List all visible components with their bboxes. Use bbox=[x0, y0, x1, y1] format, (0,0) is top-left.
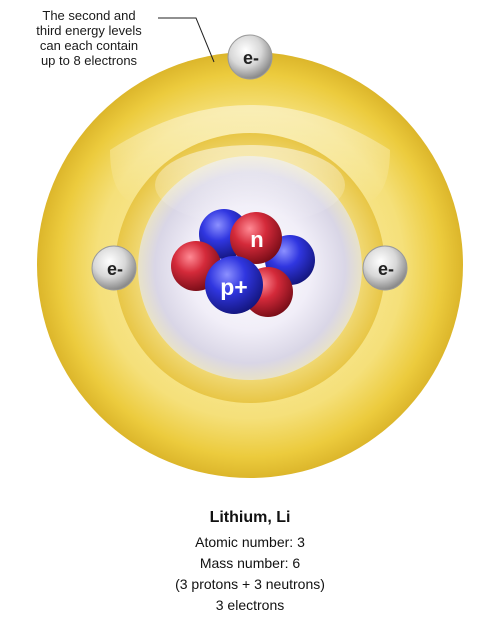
atomic-number: Atomic number: 3 bbox=[195, 534, 305, 550]
neutron-label: n bbox=[250, 227, 263, 252]
callout-line-1: The second and bbox=[42, 8, 136, 23]
proton-label: p+ bbox=[220, 274, 247, 300]
element-title: Lithium, Li bbox=[209, 509, 291, 526]
electron-left: e- bbox=[91, 245, 137, 291]
electron-left-label: e- bbox=[107, 259, 123, 279]
inner-shell-highlight bbox=[155, 145, 345, 225]
electron-top: e- bbox=[227, 34, 273, 80]
nucleus-composition: (3 protons + 3 neutrons) bbox=[175, 576, 325, 592]
element-caption: Lithium, Li Atomic number: 3 Mass number… bbox=[0, 507, 500, 616]
neutron-labeled bbox=[230, 212, 282, 264]
nucleus: n p+ bbox=[171, 209, 315, 317]
callout-leader-line bbox=[158, 17, 215, 63]
electron-right-label: e- bbox=[378, 259, 394, 279]
mass-number: Mass number: 6 bbox=[199, 555, 301, 571]
lithium-atom-diagram: n p+ e- e- e- bbox=[37, 17, 463, 478]
energy-levels-callout: The second and third energy levels can e… bbox=[14, 8, 164, 68]
electron-right: e- bbox=[362, 245, 408, 291]
electron-count: 3 electrons bbox=[215, 597, 285, 613]
callout-line-3: can each contain bbox=[39, 38, 139, 53]
proton-labeled bbox=[205, 256, 263, 314]
callout-line-2: third energy levels bbox=[36, 23, 142, 38]
callout-line-4: up to 8 electrons bbox=[40, 53, 138, 68]
electron-top-label: e- bbox=[243, 48, 259, 68]
